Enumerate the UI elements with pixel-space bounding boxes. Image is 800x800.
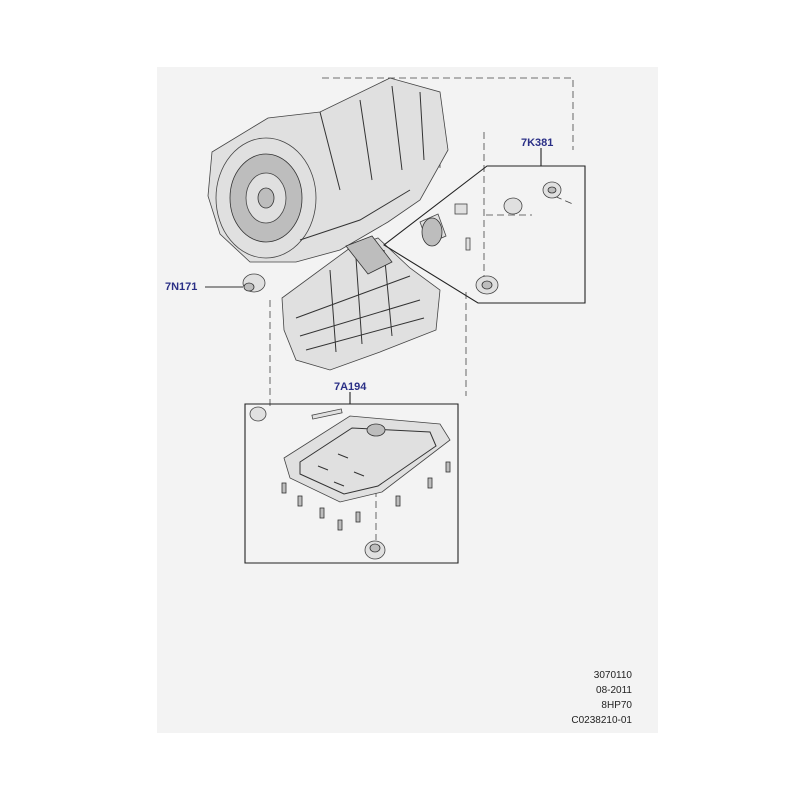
diagram-number: 3070110 [593, 670, 632, 681]
seal-part [205, 273, 266, 293]
kit-7k381-frame [383, 148, 586, 304]
valve-body [281, 235, 441, 371]
callout-7k381: 7K381 [521, 137, 554, 149]
transmission-housing [207, 77, 449, 263]
callout-7n171: 7N171 [165, 281, 198, 293]
diagram-date: 08-2011 [596, 685, 632, 696]
callout-7a194: 7A194 [334, 381, 367, 393]
diagram-model: 8HP70 [601, 700, 632, 711]
diagram-code: C0238210-01 [571, 715, 632, 726]
kit-7a194-frame [244, 392, 459, 564]
pan-bolts [281, 461, 451, 531]
